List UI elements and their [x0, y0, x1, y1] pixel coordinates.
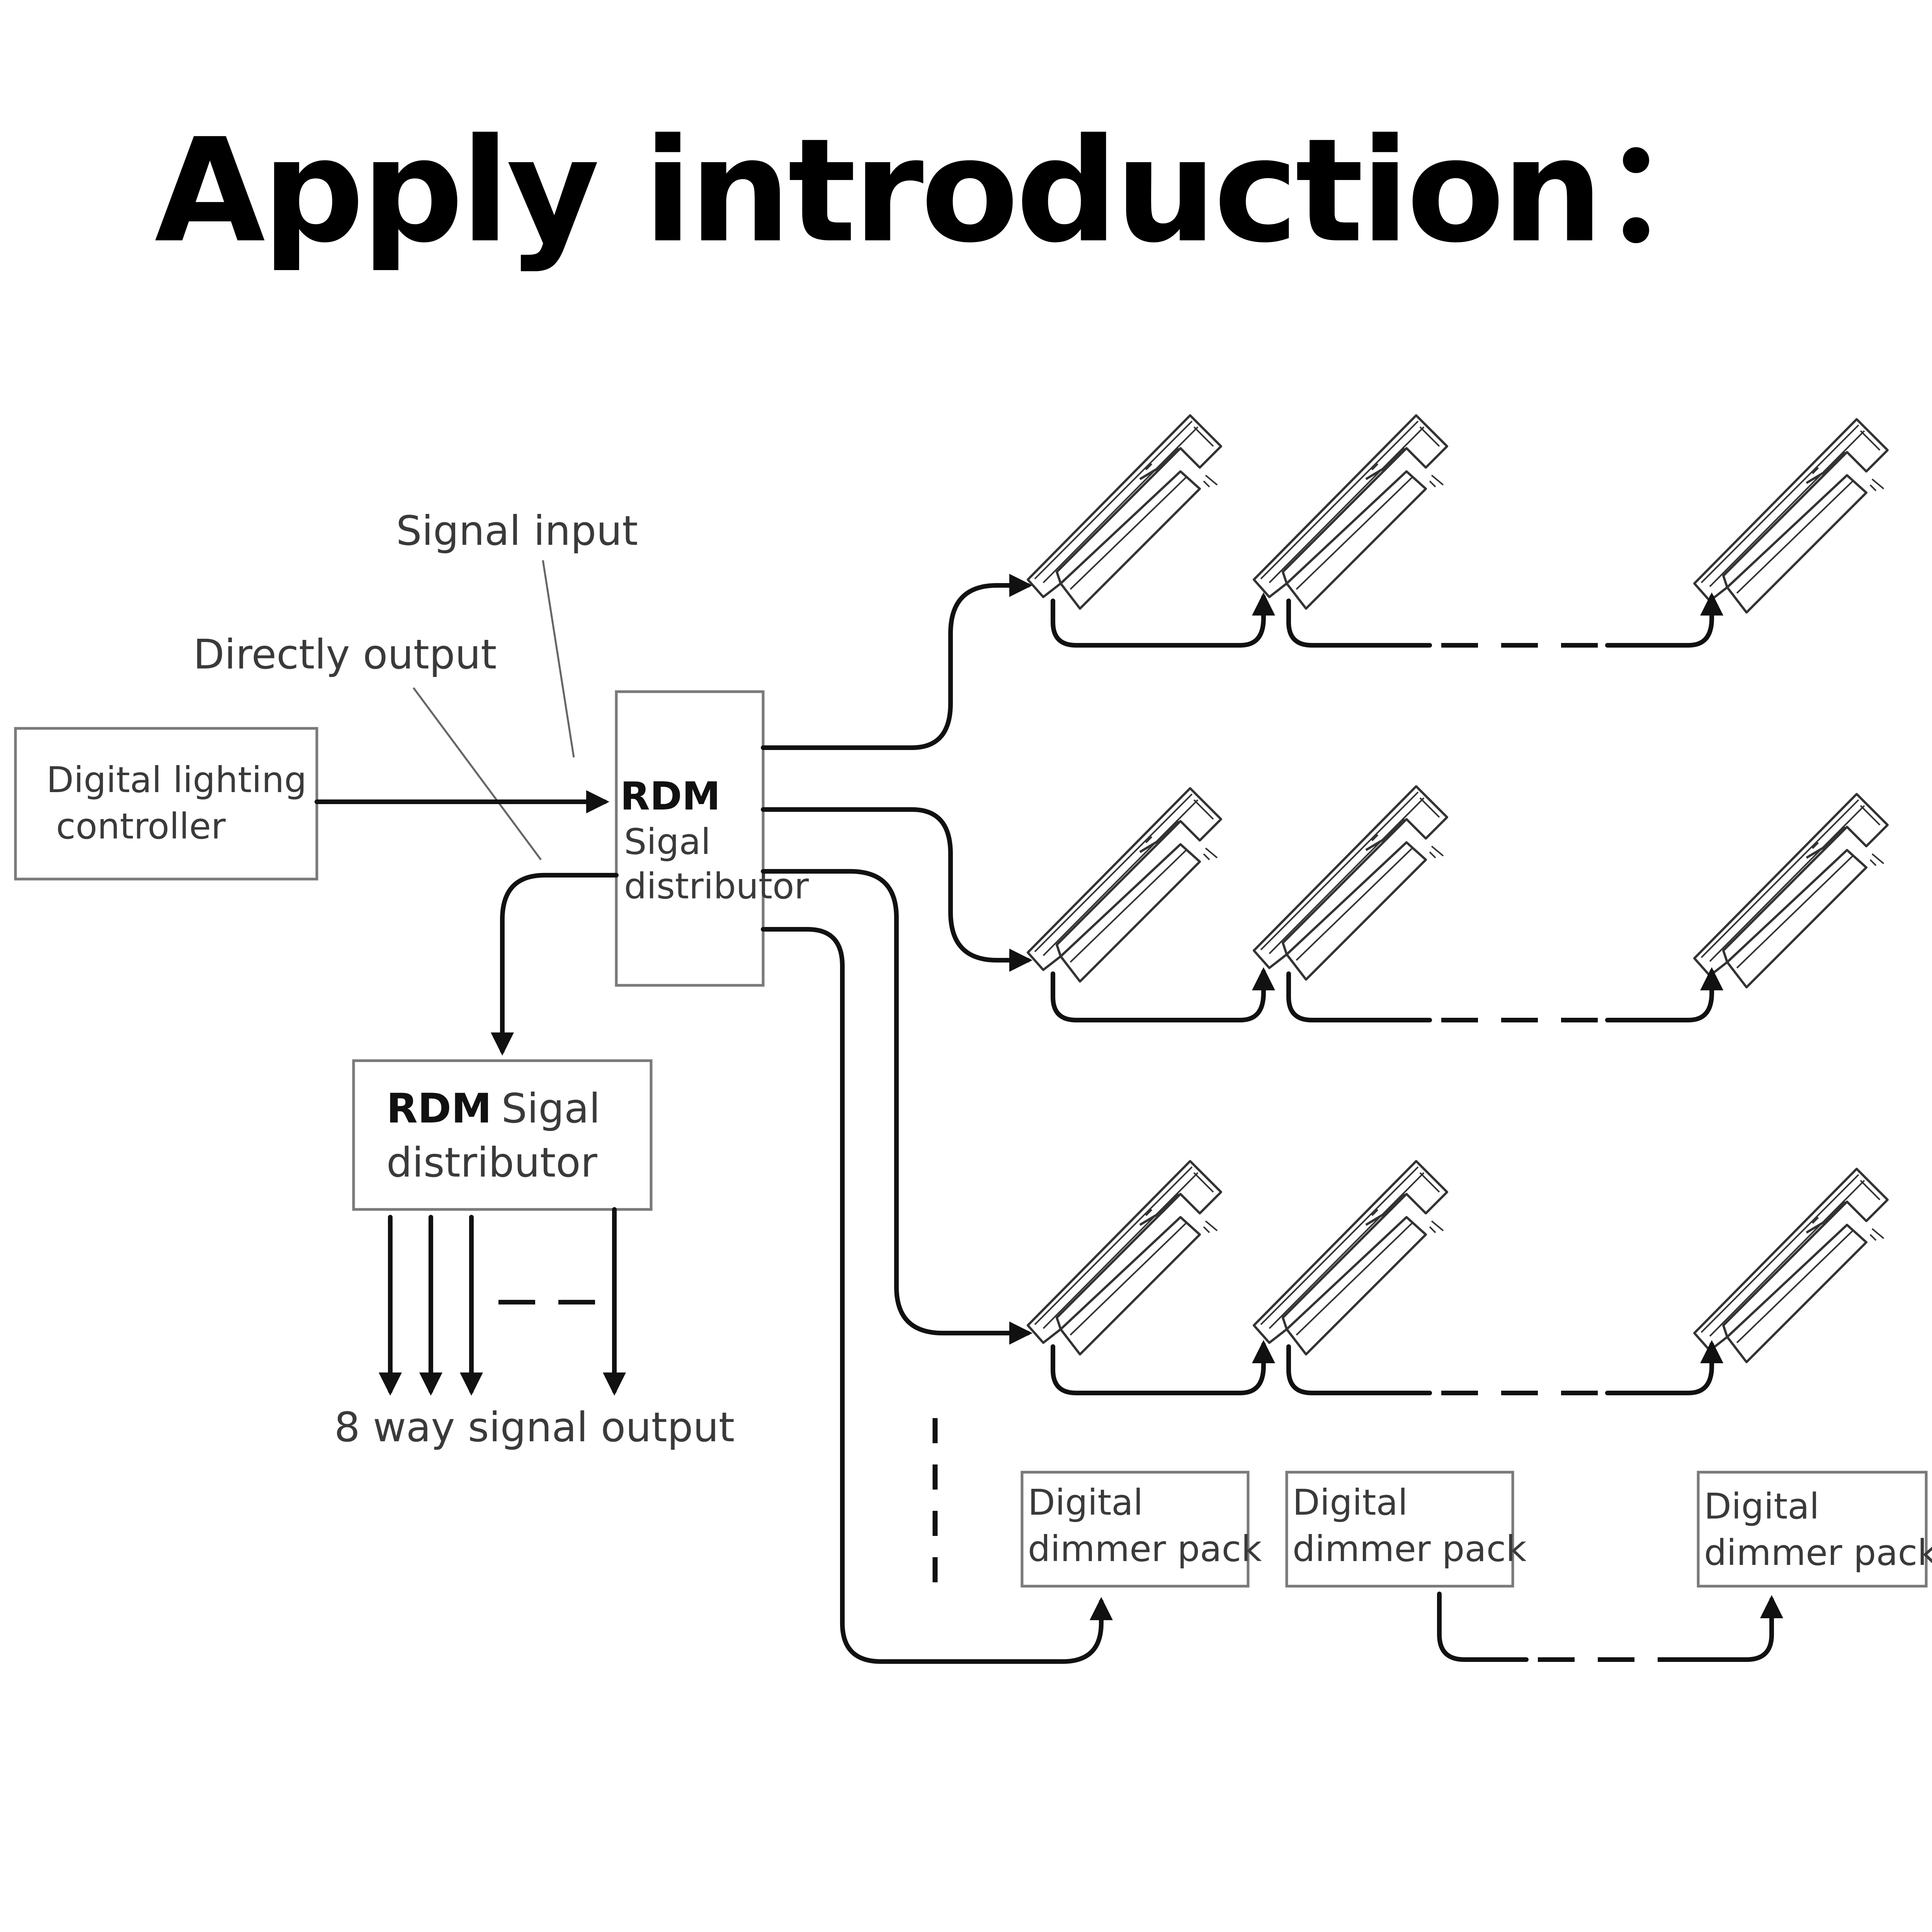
dimmer-chain — [1437, 1592, 1783, 1662]
direct-output-wire — [491, 873, 619, 1056]
led-wall-washer-icon — [1028, 415, 1221, 609]
sub-distributor-label-line2: distributor — [386, 1139, 598, 1186]
main-sigal-label: Sigal — [624, 821, 711, 862]
output-wire-row3 — [761, 869, 1032, 1345]
signal-input-label: Signal input — [396, 507, 638, 554]
svg-text:Digital: Digital — [1028, 1482, 1143, 1523]
fixture-row-3 — [1028, 1161, 1888, 1362]
directly-output-leader — [412, 687, 542, 861]
led-wall-washer-icon — [1254, 1161, 1447, 1354]
led-wall-washer-icon — [1694, 794, 1888, 987]
led-wall-washer-icon — [1694, 1169, 1888, 1362]
eight-way-output-arrows — [379, 1207, 626, 1396]
dimmer-pack-1: Digital dimmer pack — [1020, 1471, 1262, 1588]
svg-text:Digital: Digital — [1293, 1482, 1408, 1523]
controller-label-line1: Digital lighting — [46, 759, 307, 801]
dimmer-pack-2: Digital dimmer pack — [1285, 1471, 1527, 1588]
svg-text:dimmer pack: dimmer pack — [1028, 1528, 1262, 1570]
fixture-row-2 — [1028, 786, 1888, 987]
svg-text:dimmer pack: dimmer pack — [1293, 1528, 1527, 1570]
fixture-row-1 — [1028, 415, 1888, 612]
led-wall-washer-icon — [1254, 415, 1447, 609]
main-rdm-label: RDM — [620, 774, 721, 819]
digital-lighting-controller: Digital lighting controller — [14, 727, 318, 881]
eight-way-output-label: 8 way signal output — [334, 1404, 735, 1451]
signal-input-leader — [542, 560, 575, 758]
led-wall-washer-icon — [1694, 419, 1888, 612]
led-wall-washer-icon — [1028, 1161, 1221, 1354]
led-wall-washer-icon — [1028, 788, 1221, 981]
svg-text:dimmer pack: dimmer pack — [1704, 1532, 1932, 1573]
page-title: Apply introduction： — [155, 108, 1743, 274]
controller-label-line2: controller — [56, 806, 226, 847]
output-wire-row2 — [761, 807, 1032, 972]
chain-row-2 — [1051, 967, 1723, 1022]
output-wire-dimmers — [761, 927, 1113, 1664]
directly-output-label: Directly output — [193, 631, 497, 678]
led-wall-washer-icon — [1254, 786, 1447, 980]
output-wire-row1 — [761, 574, 1032, 750]
chain-row-3 — [1051, 1340, 1723, 1395]
main-rdm-signal-distributor: RDM Sigal distributor — [615, 690, 809, 987]
dimmer-pack-3: Digital dimmer pack — [1697, 1471, 1932, 1588]
svg-text:Digital: Digital — [1704, 1486, 1819, 1527]
chain-row-1 — [1051, 592, 1723, 648]
